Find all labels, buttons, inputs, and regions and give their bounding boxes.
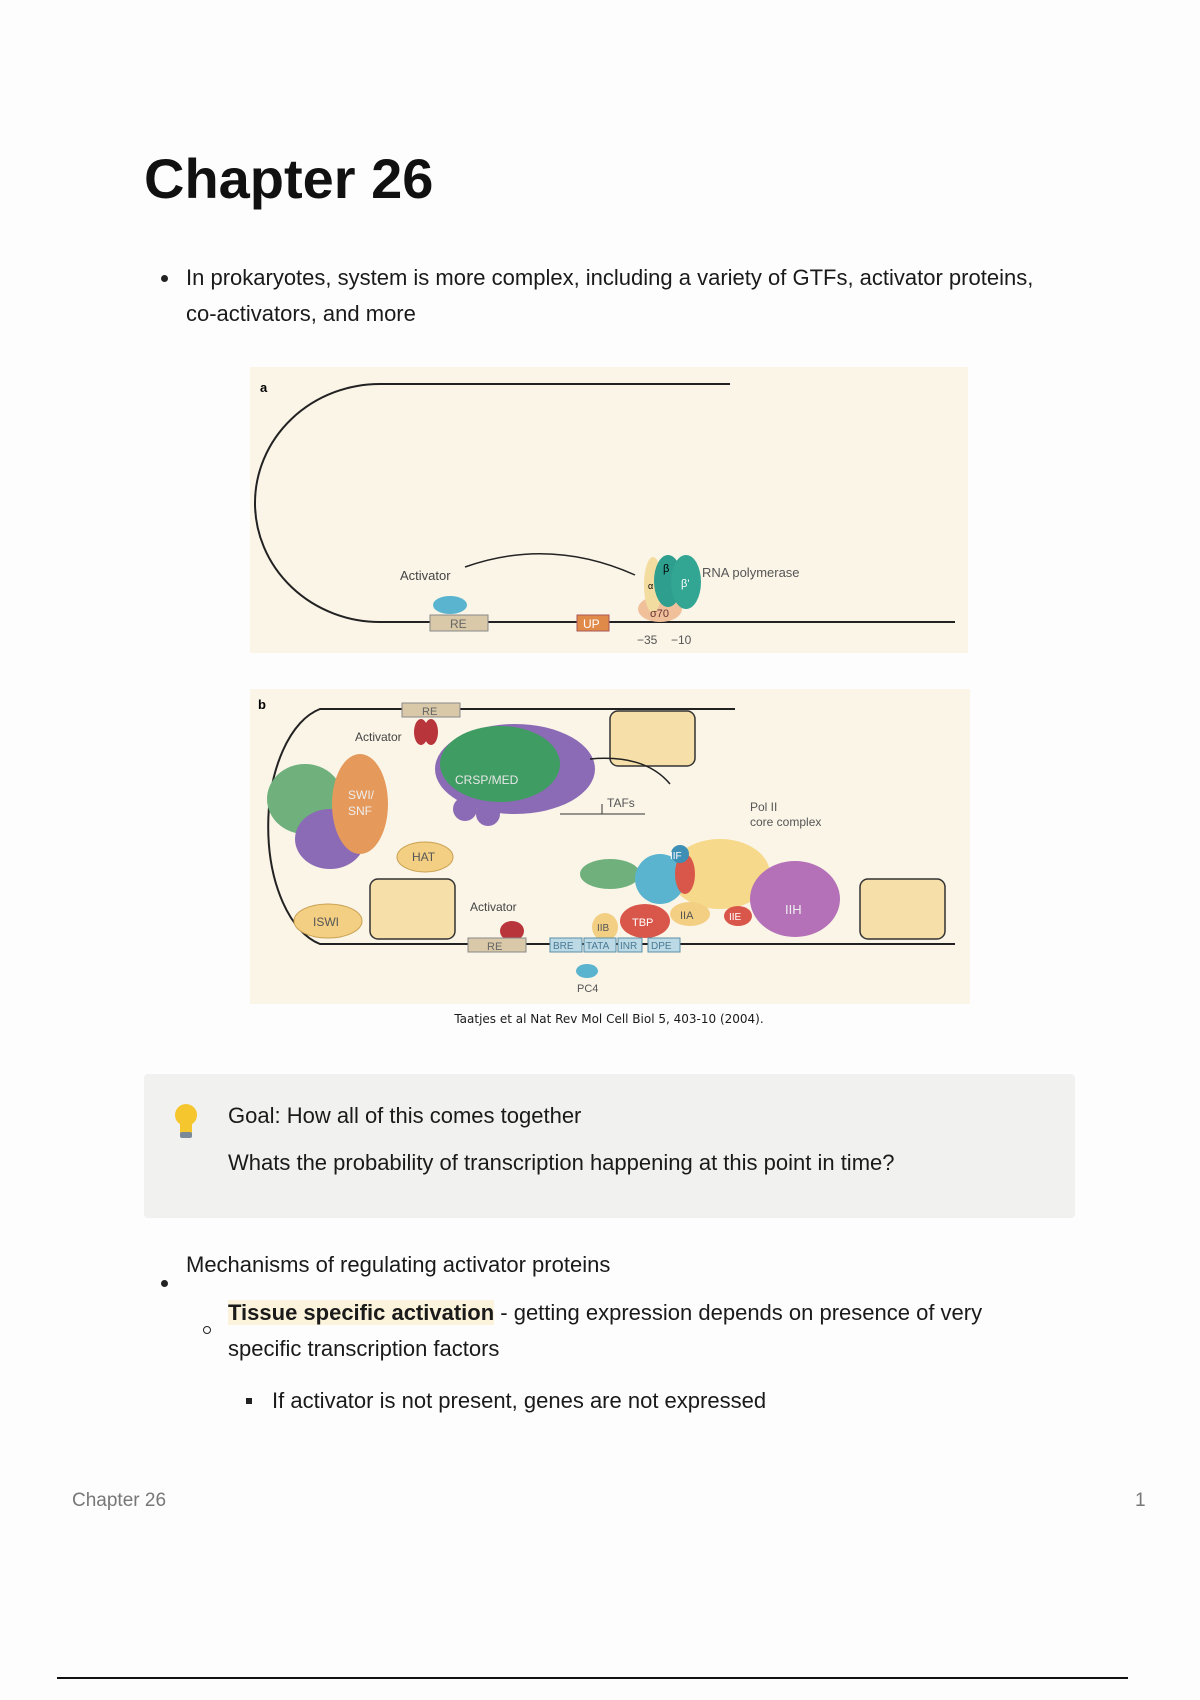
svg-text:IIB: IIB (597, 923, 610, 934)
svg-text:INR: INR (620, 941, 637, 952)
svg-text:Activator: Activator (355, 730, 402, 744)
svg-text:core complex: core complex (750, 815, 821, 829)
footer-title: Chapter 26 (72, 1490, 167, 1511)
figure-panel-a: a RE Activator UP β β' α σ70 RNA polymer… (250, 367, 968, 653)
bullet-dot (161, 1280, 168, 1287)
figure-panel-b: b RE Activator CRSP/MED SWI/ SNF HAT ISW… (250, 689, 970, 1004)
svg-text:−10: −10 (671, 633, 692, 647)
callout-line-2: Whats the probability of transcription h… (228, 1150, 895, 1175)
svg-text:TATA: TATA (586, 941, 610, 952)
svg-text:IIF: IIF (670, 851, 682, 862)
svg-text:BRE: BRE (553, 941, 574, 952)
bullet-text: Mechanisms of regulating activator prote… (186, 1252, 611, 1277)
svg-text:HAT: HAT (412, 850, 436, 864)
svg-text:σ70: σ70 (650, 608, 669, 620)
bottom-divider (57, 1677, 1128, 1679)
bullet-text: In prokaryotes, system is more complex, … (186, 265, 1034, 326)
svg-text:CRSP/MED: CRSP/MED (455, 773, 519, 787)
bullet-dot (161, 275, 168, 282)
square-bullet (246, 1398, 252, 1404)
lightbulb-icon (174, 1102, 198, 1142)
svg-text:TBP: TBP (632, 917, 653, 929)
svg-text:Pol II: Pol II (750, 800, 777, 814)
svg-text:−35: −35 (637, 633, 658, 647)
panel-a-label: a (260, 380, 268, 395)
callout-box: Goal: How all of this comes together Wha… (144, 1074, 1075, 1218)
svg-text:PC4: PC4 (577, 983, 598, 995)
svg-text:ISWI: ISWI (313, 915, 339, 929)
sub-sub-bullet-text: If activator is not present, genes are n… (272, 1388, 767, 1413)
svg-text:RE: RE (422, 706, 437, 718)
svg-text:TAFs: TAFs (607, 796, 635, 810)
svg-text:α: α (648, 581, 653, 591)
svg-text:UP: UP (583, 617, 600, 631)
re-label: RE (450, 617, 467, 631)
svg-text:b: b (258, 697, 266, 712)
svg-text:Activator: Activator (470, 900, 517, 914)
svg-text:β: β (663, 563, 669, 575)
hollow-bullet (203, 1326, 211, 1334)
figure-caption: Taatjes et al Nat Rev Mol Cell Biol 5, 4… (454, 1012, 764, 1026)
rnap-label: RNA polymerase (702, 565, 800, 580)
svg-text:RE: RE (487, 941, 502, 953)
callout-line-1: Goal: How all of this comes together (228, 1103, 582, 1128)
svg-text:SNF: SNF (348, 804, 372, 818)
svg-text:β': β' (681, 578, 689, 590)
highlighted-term: Tissue specific activation (228, 1300, 495, 1325)
activator-label: Activator (400, 568, 451, 583)
page-title: Chapter 26 (144, 147, 434, 210)
sub-bullet-text-line2: specific transcription factors (228, 1336, 500, 1361)
svg-text:DPE: DPE (651, 941, 672, 952)
svg-text:IIA: IIA (680, 910, 694, 922)
sub-bullet-text: Tissue specific activation - getting exp… (228, 1300, 983, 1325)
svg-text:IIE: IIE (729, 912, 742, 923)
svg-text:SWI/: SWI/ (348, 788, 375, 802)
svg-text:IIH: IIH (785, 902, 802, 917)
page-number: 1 (1135, 1490, 1146, 1511)
